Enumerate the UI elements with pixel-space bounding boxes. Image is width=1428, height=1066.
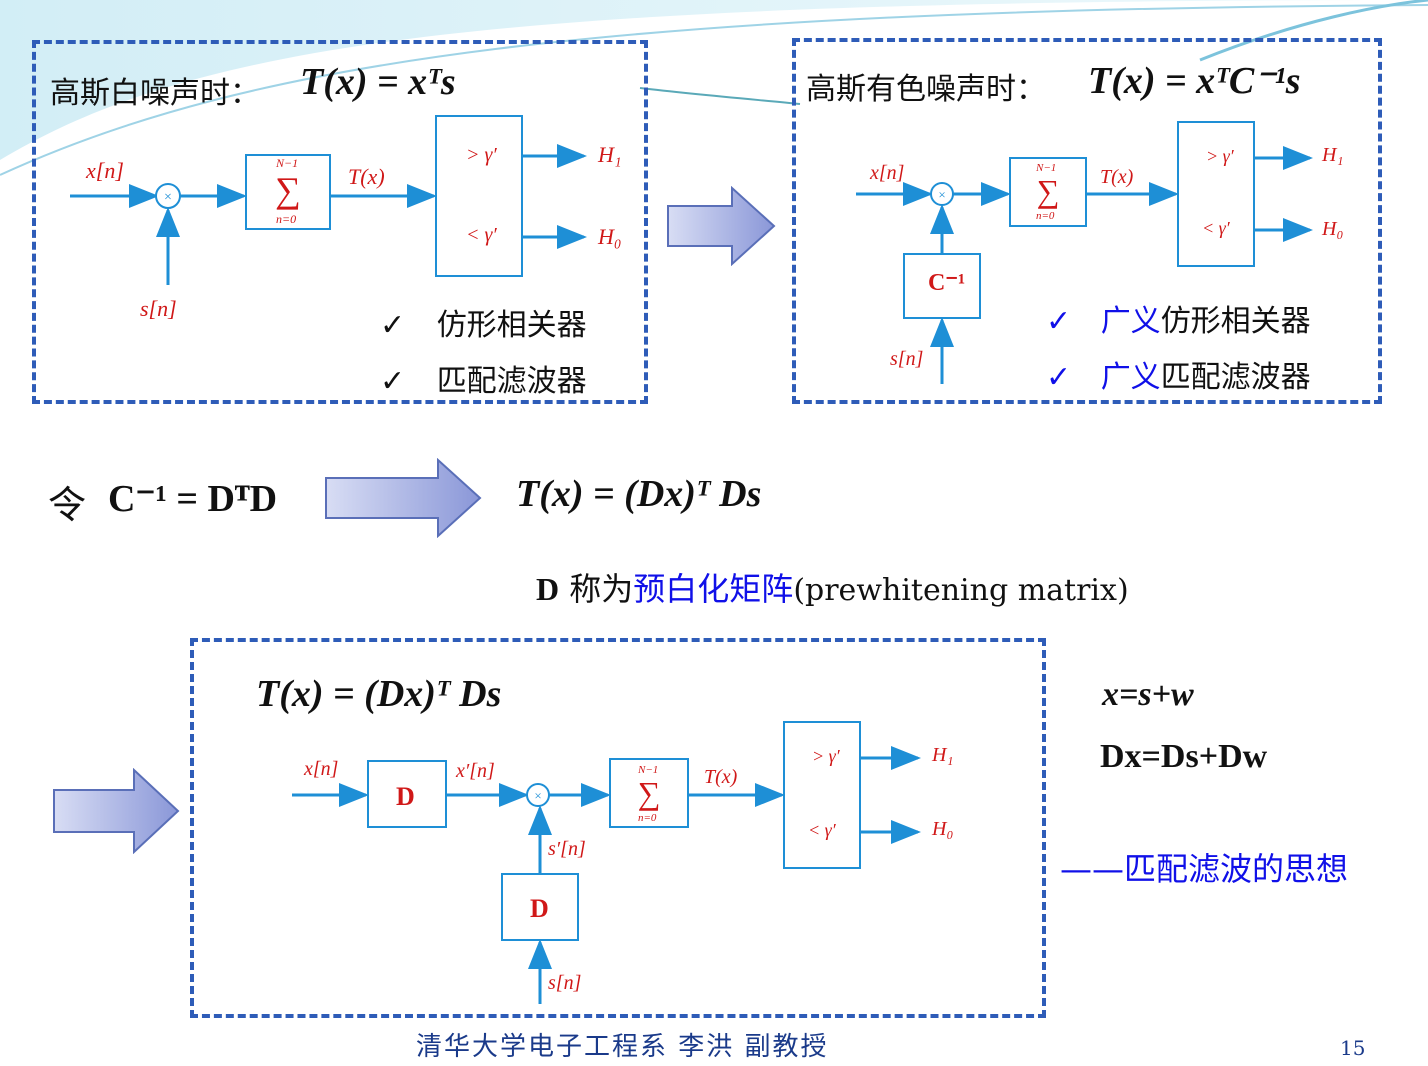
check-icon: ✓ <box>1046 304 1072 339</box>
colored-sum-top: N−1 <box>1036 162 1057 174</box>
right-arrow-icon <box>53 768 180 854</box>
svg-text:×: × <box>534 788 541 803</box>
bottom-h1-label: H₁ <box>932 744 954 766</box>
svg-text:×: × <box>164 190 172 205</box>
prewhitening-cn: 预白化矩阵 <box>633 570 794 608</box>
svg-text:∑: ∑ <box>638 775 661 811</box>
prewhitened-model-eq: Dx=Ds+Dw <box>1100 738 1268 775</box>
white-lt-label: < γ′ <box>466 224 497 246</box>
white-ref-label: s[n] <box>140 296 177 321</box>
check-icon: ✓ <box>1046 360 1072 395</box>
white-gt-label: > γ′ <box>466 144 497 166</box>
check-icon: ✓ <box>380 364 406 399</box>
cinv-block-label: C⁻¹ <box>928 270 966 296</box>
bottom-output-label: T(x) <box>704 766 738 788</box>
colored-feature-1: ✓ 广义仿形相关器 <box>1046 296 1311 340</box>
prewhitening-diagram: × ∑ <box>292 721 921 1004</box>
colored-output-label: T(x) <box>1100 166 1134 188</box>
x-prime-label: x′[n] <box>456 760 495 782</box>
colored-input-label: x[n] <box>870 162 905 184</box>
white-noise-formula: T(x) = xᵀs <box>300 61 456 103</box>
d-block-label-1: D <box>396 782 415 811</box>
svg-text:∑: ∑ <box>1037 173 1060 209</box>
prewhitening-line: D 称为预白化矩阵(prewhitening matrix) <box>536 564 1129 610</box>
colored-noise-formula: T(x) = xᵀC⁻¹s <box>1088 60 1301 102</box>
colored-ref-label: s[n] <box>890 348 924 370</box>
white-feature-2: ✓ 匹配滤波器 <box>380 356 587 400</box>
bottom-input-label: x[n] <box>304 758 339 780</box>
right-arrow-icon <box>667 186 776 266</box>
colored-noise-diagram: × ∑ <box>856 121 1313 384</box>
called-text: 称为 <box>559 570 634 608</box>
bottom-sum-bottom: n=0 <box>638 812 657 824</box>
white-h0-label: H₀ <box>598 224 622 249</box>
page-number: 15 <box>1340 1036 1366 1060</box>
feature-2-prefix: 广义 <box>1100 360 1161 395</box>
right-arrow-icon <box>325 458 482 538</box>
feature-1-prefix: 广义 <box>1100 304 1161 339</box>
s-prime-label: s′[n] <box>548 838 586 860</box>
white-noise-panel <box>32 40 648 404</box>
footer-credit: 清华大学电子工程系 李洪 副教授 <box>416 1032 829 1062</box>
colored-sum-bottom: n=0 <box>1036 210 1055 222</box>
feature-1-text: 仿形相关器 <box>436 308 587 343</box>
colored-feature-2: ✓ 广义匹配滤波器 <box>1046 352 1311 396</box>
white-h1-label: H₁ <box>598 142 622 167</box>
bottom-gt-label: > γ′ <box>812 746 840 766</box>
check-icon: ✓ <box>380 308 406 343</box>
white-feature-1: ✓ 仿形相关器 <box>380 300 587 344</box>
matched-filter-idea: ——匹配滤波的思想 <box>1060 850 1349 888</box>
colored-noise-panel <box>792 38 1382 404</box>
bottom-ref-label: s[n] <box>548 972 582 994</box>
colored-h0-label: H₀ <box>1322 218 1344 240</box>
bottom-lt-label: < γ′ <box>808 820 836 840</box>
feature-1-suffix: 仿形相关器 <box>1160 304 1311 339</box>
colored-gt-label: > γ′ <box>1206 146 1234 166</box>
white-sum-bottom: n=0 <box>276 212 297 226</box>
white-noise-title: 高斯白噪声时： <box>50 76 260 111</box>
prewhitening-formula: T(x) = (Dx)ᵀ Ds <box>256 673 502 715</box>
colored-lt-label: < γ′ <box>1202 218 1230 238</box>
let-char: 令 <box>48 483 87 527</box>
bottom-sum-top: N−1 <box>638 764 659 776</box>
white-sum-top: N−1 <box>276 156 299 170</box>
signal-model-eq: x=s+w <box>1102 676 1194 713</box>
svg-text:∑: ∑ <box>275 170 301 210</box>
d-block-label-2: D <box>530 894 549 923</box>
white-output-label: T(x) <box>348 164 385 189</box>
white-input-label: x[n] <box>86 158 124 183</box>
d-symbol: D <box>536 571 560 607</box>
decomposition-formula: C⁻¹ = DᵀD <box>108 478 278 520</box>
prewhitening-panel <box>190 638 1046 1018</box>
white-noise-diagram: × ∑ <box>70 115 587 285</box>
bottom-h0-label: H₀ <box>932 818 954 840</box>
colored-noise-title: 高斯有色噪声时： <box>806 72 1046 107</box>
feature-2-suffix: 匹配滤波器 <box>1160 360 1311 395</box>
colored-h1-label: H₁ <box>1322 144 1344 166</box>
prewhitening-en: (prewhitening matrix) <box>793 573 1129 608</box>
result-formula: T(x) = (Dx)ᵀ Ds <box>516 473 762 515</box>
svg-text:×: × <box>938 187 945 202</box>
feature-2-text: 匹配滤波器 <box>436 364 587 399</box>
